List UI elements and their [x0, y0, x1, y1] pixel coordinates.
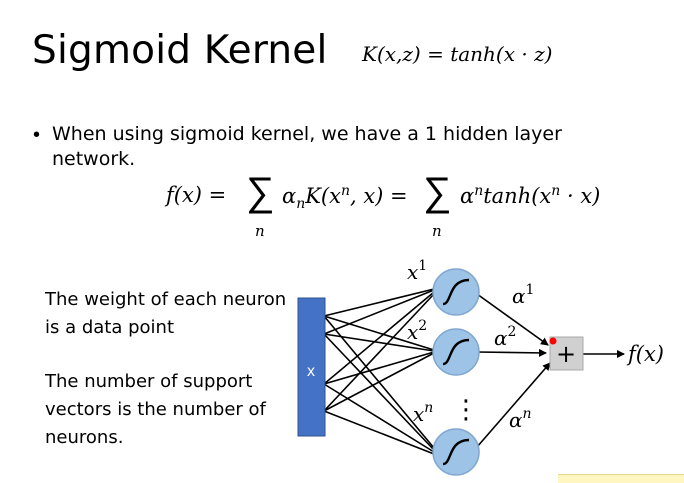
edge-in-4-h1	[323, 293, 435, 412]
pointer-dot-icon	[549, 337, 557, 345]
output-connections	[476, 293, 625, 448]
hidden-neuron-1	[432, 268, 480, 316]
formula-tanh: tanh(x	[483, 184, 552, 208]
note-weights: The weight of each neuron is a data poin…	[45, 289, 287, 338]
weight-label-n: αn	[509, 406, 532, 432]
edge-in-4-hn	[323, 410, 435, 455]
input-bar	[297, 297, 326, 437]
edge-in-2-h1	[323, 289, 435, 335]
formula-kernel: K(x	[305, 184, 341, 208]
formula-kernel-end: , x) =	[349, 184, 408, 208]
edge-hn-sum	[476, 362, 551, 448]
formula-lhs: f(x) =	[166, 183, 227, 207]
sigmoid-icon	[442, 438, 470, 466]
edge-h2-sum	[476, 348, 547, 357]
weight-label-2: α2	[494, 324, 516, 350]
bullet-text: When using sigmoid kernel, we have a 1 h…	[52, 123, 562, 170]
formula-alpha-2: α	[460, 184, 475, 208]
sigmoid-icon	[442, 338, 470, 366]
formula-kernel-sup: n	[340, 183, 350, 199]
formula-right: αntanh(xn · x)	[460, 183, 600, 208]
input-label: x	[307, 363, 315, 380]
sigmoid-icon	[442, 278, 470, 306]
formula-tanh-sup: n	[551, 183, 561, 199]
footer-strip	[558, 474, 684, 483]
sum-symbol-1: ∑	[246, 170, 275, 214]
hidden-label-n: xn	[413, 400, 433, 426]
sum-index-2: n	[432, 222, 442, 240]
formula-tanh-end: · x)	[560, 184, 601, 208]
edge-in-1-h1	[323, 288, 435, 317]
title-formula: K(x,z) = tanh(x · z)	[362, 42, 553, 66]
bullet-dot: •	[33, 124, 41, 146]
edge-in-1-h2	[323, 315, 435, 351]
note-support-vectors: The number of support vectors is the num…	[45, 371, 266, 448]
formula-middle: αnK(xn, x) =	[282, 183, 408, 212]
hidden-label-1: x1	[407, 258, 427, 284]
hidden-neuron-2	[432, 328, 480, 376]
output-label: f(x)	[626, 342, 664, 366]
formula-alpha-1: α	[282, 184, 297, 208]
hidden-labels: x1 x2 xn	[407, 258, 433, 426]
weight-label-1: α1	[512, 282, 534, 308]
edge-in-3-h2	[323, 351, 435, 385]
edge-in-1-hn	[323, 315, 435, 449]
slide-title: Sigmoid Kernel	[32, 28, 328, 73]
edge-in-2-hn	[323, 333, 435, 451]
input-connections	[323, 288, 435, 455]
sum-index-1: n	[255, 222, 265, 240]
formula-alpha-1-sub: n	[296, 196, 306, 213]
hidden-neuron-n	[432, 428, 480, 476]
weight-labels: α1 α2 αn	[494, 282, 534, 432]
sum-node-label: +	[556, 340, 576, 368]
hidden-label-2: x2	[407, 318, 427, 344]
neuron-ellipsis: ⋮	[453, 395, 479, 425]
edge-in-3-hn	[323, 383, 435, 453]
formula-alpha-2-sup: n	[474, 183, 484, 199]
edge-h1-sum	[476, 293, 549, 346]
sum-symbol-2: ∑	[423, 170, 452, 214]
edge-in-3-h1	[323, 291, 435, 385]
